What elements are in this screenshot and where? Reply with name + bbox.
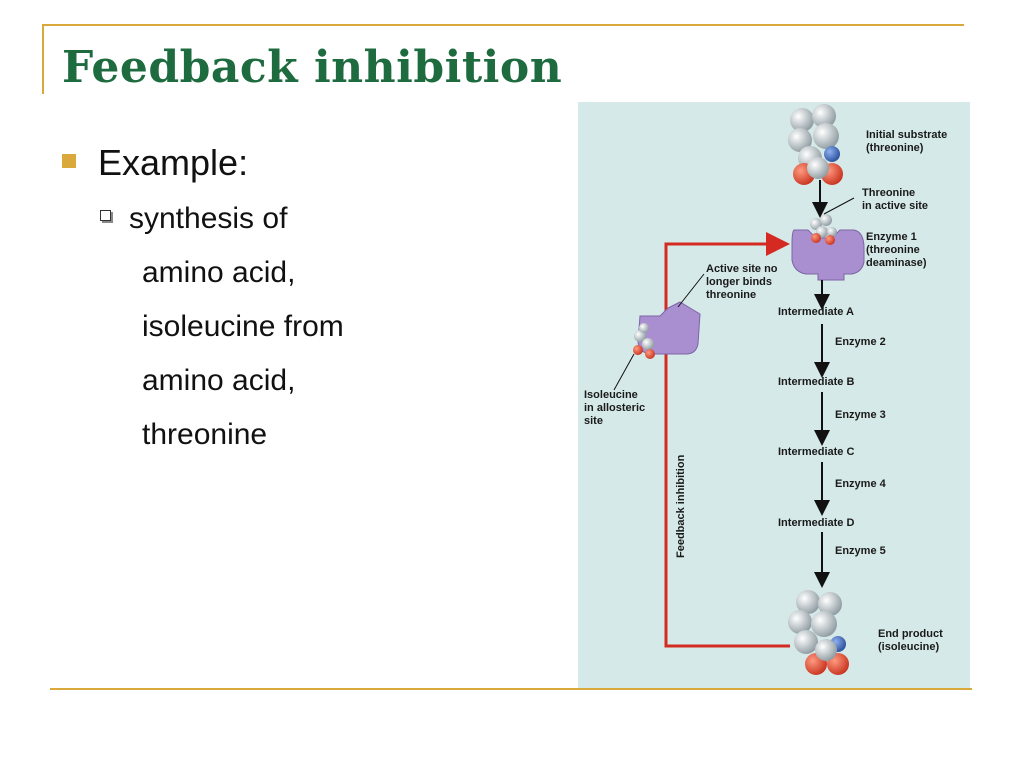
- threonine-active-label: Threonine: [862, 187, 915, 199]
- hollow-square-bullet-icon: [100, 209, 111, 221]
- frame-left-line: [42, 24, 44, 94]
- svg-text:Enzyme 2: Enzyme 2: [835, 336, 886, 348]
- bullet-main: Example:: [62, 142, 248, 184]
- end-product-sub: (isoleucine): [878, 641, 939, 653]
- initial-substrate-label: Initial substrate: [866, 129, 947, 141]
- bullet-continuation-line: amino acid,: [142, 364, 296, 397]
- svg-text:(isoleucine): (isoleucine): [878, 641, 939, 653]
- isoleucine-allosteric-label2: in allosteric: [584, 402, 645, 414]
- feedback-inhibition-figure: Initial substrate (threonine) Threonine …: [578, 102, 970, 688]
- svg-text:Enzyme 1: Enzyme 1: [866, 231, 917, 243]
- feedback-label-box: [670, 427, 690, 557]
- square-bullet-icon: [62, 154, 76, 169]
- bullet-sub-text: synthesis of: [129, 202, 288, 235]
- active-site-label2: longer binds: [706, 276, 772, 288]
- bullet-continuation-line: threonine: [142, 418, 268, 451]
- enzyme5-label: Enzyme 5: [835, 545, 886, 557]
- feedback-arrow: [664, 232, 790, 648]
- svg-text:Enzyme 3: Enzyme 3: [835, 409, 886, 421]
- svg-text:in allosteric: in allosteric: [584, 402, 645, 414]
- isoleucine-allosteric-label1: Isoleucine: [584, 389, 638, 401]
- intermediate-a-label: Intermediate A: [778, 306, 854, 318]
- svg-text:Intermediate D: Intermediate D: [778, 517, 854, 529]
- initial-substrate-sub: (threonine): [866, 142, 924, 154]
- isoleucine-molecule: [788, 590, 849, 675]
- svg-text:Threonine: Threonine: [862, 187, 915, 199]
- enzyme4-label: Enzyme 4: [835, 478, 887, 490]
- active-site-label1: Active site no: [706, 263, 778, 275]
- threonine-molecule: [788, 104, 843, 185]
- svg-text:Enzyme 5: Enzyme 5: [835, 545, 886, 557]
- svg-text:Intermediate C: Intermediate C: [778, 446, 854, 458]
- bullet-sub: synthesis of: [100, 202, 287, 236]
- frame-top-line: [42, 24, 964, 26]
- svg-text:Feedback inhibition: Feedback inhibition: [675, 454, 687, 558]
- pathway-diagram: Initial substrate (threonine) Threonine …: [584, 104, 947, 675]
- svg-text:site: site: [584, 415, 603, 427]
- svg-text:threonine: threonine: [706, 289, 756, 301]
- svg-text:(threonine: (threonine: [866, 244, 920, 256]
- svg-text:in active site: in active site: [862, 200, 928, 212]
- intermediate-c-label: Intermediate C: [778, 446, 854, 458]
- enzyme1-sub2: deaminase): [866, 257, 927, 269]
- active-site-label3: threonine: [706, 289, 756, 301]
- inhibited-enzyme-shape: [633, 301, 701, 359]
- enzyme1-label: Enzyme 1: [866, 231, 917, 243]
- enzyme3-label: Enzyme 3: [835, 409, 886, 421]
- frame-bottom-line: [50, 688, 972, 690]
- bullet-continuation-line: amino acid,: [142, 256, 296, 289]
- bullet-main-text: Example:: [98, 142, 249, 183]
- enzyme1-sub1: (threonine: [866, 244, 920, 256]
- svg-text:Intermediate B: Intermediate B: [778, 376, 854, 388]
- svg-text:Enzyme 4: Enzyme 4: [835, 478, 887, 490]
- threonine-active-sub: in active site: [862, 200, 928, 212]
- enzyme1-shape: [791, 214, 865, 281]
- feedback-inhibition-label: Feedback inhibition: [675, 454, 687, 558]
- svg-text:(threonine): (threonine): [866, 142, 924, 154]
- svg-text:Initial substrate: Initial substrate: [866, 129, 947, 141]
- intermediate-d-label: Intermediate D: [778, 517, 854, 529]
- svg-text:End product: End product: [878, 628, 943, 640]
- intermediate-b-label: Intermediate B: [778, 376, 854, 388]
- svg-text:longer binds: longer binds: [706, 276, 772, 288]
- svg-text:Active site no: Active site no: [706, 263, 778, 275]
- bullet-continuation-line: isoleucine from: [142, 310, 344, 343]
- slide-title: Feedback inhibition: [62, 42, 563, 93]
- end-product-label: End product: [878, 628, 943, 640]
- enzyme2-label: Enzyme 2: [835, 336, 886, 348]
- isoleucine-allosteric-label3: site: [584, 415, 603, 427]
- svg-text:Intermediate A: Intermediate A: [778, 306, 854, 318]
- svg-text:Isoleucine: Isoleucine: [584, 389, 638, 401]
- svg-text:deaminase): deaminase): [866, 257, 927, 269]
